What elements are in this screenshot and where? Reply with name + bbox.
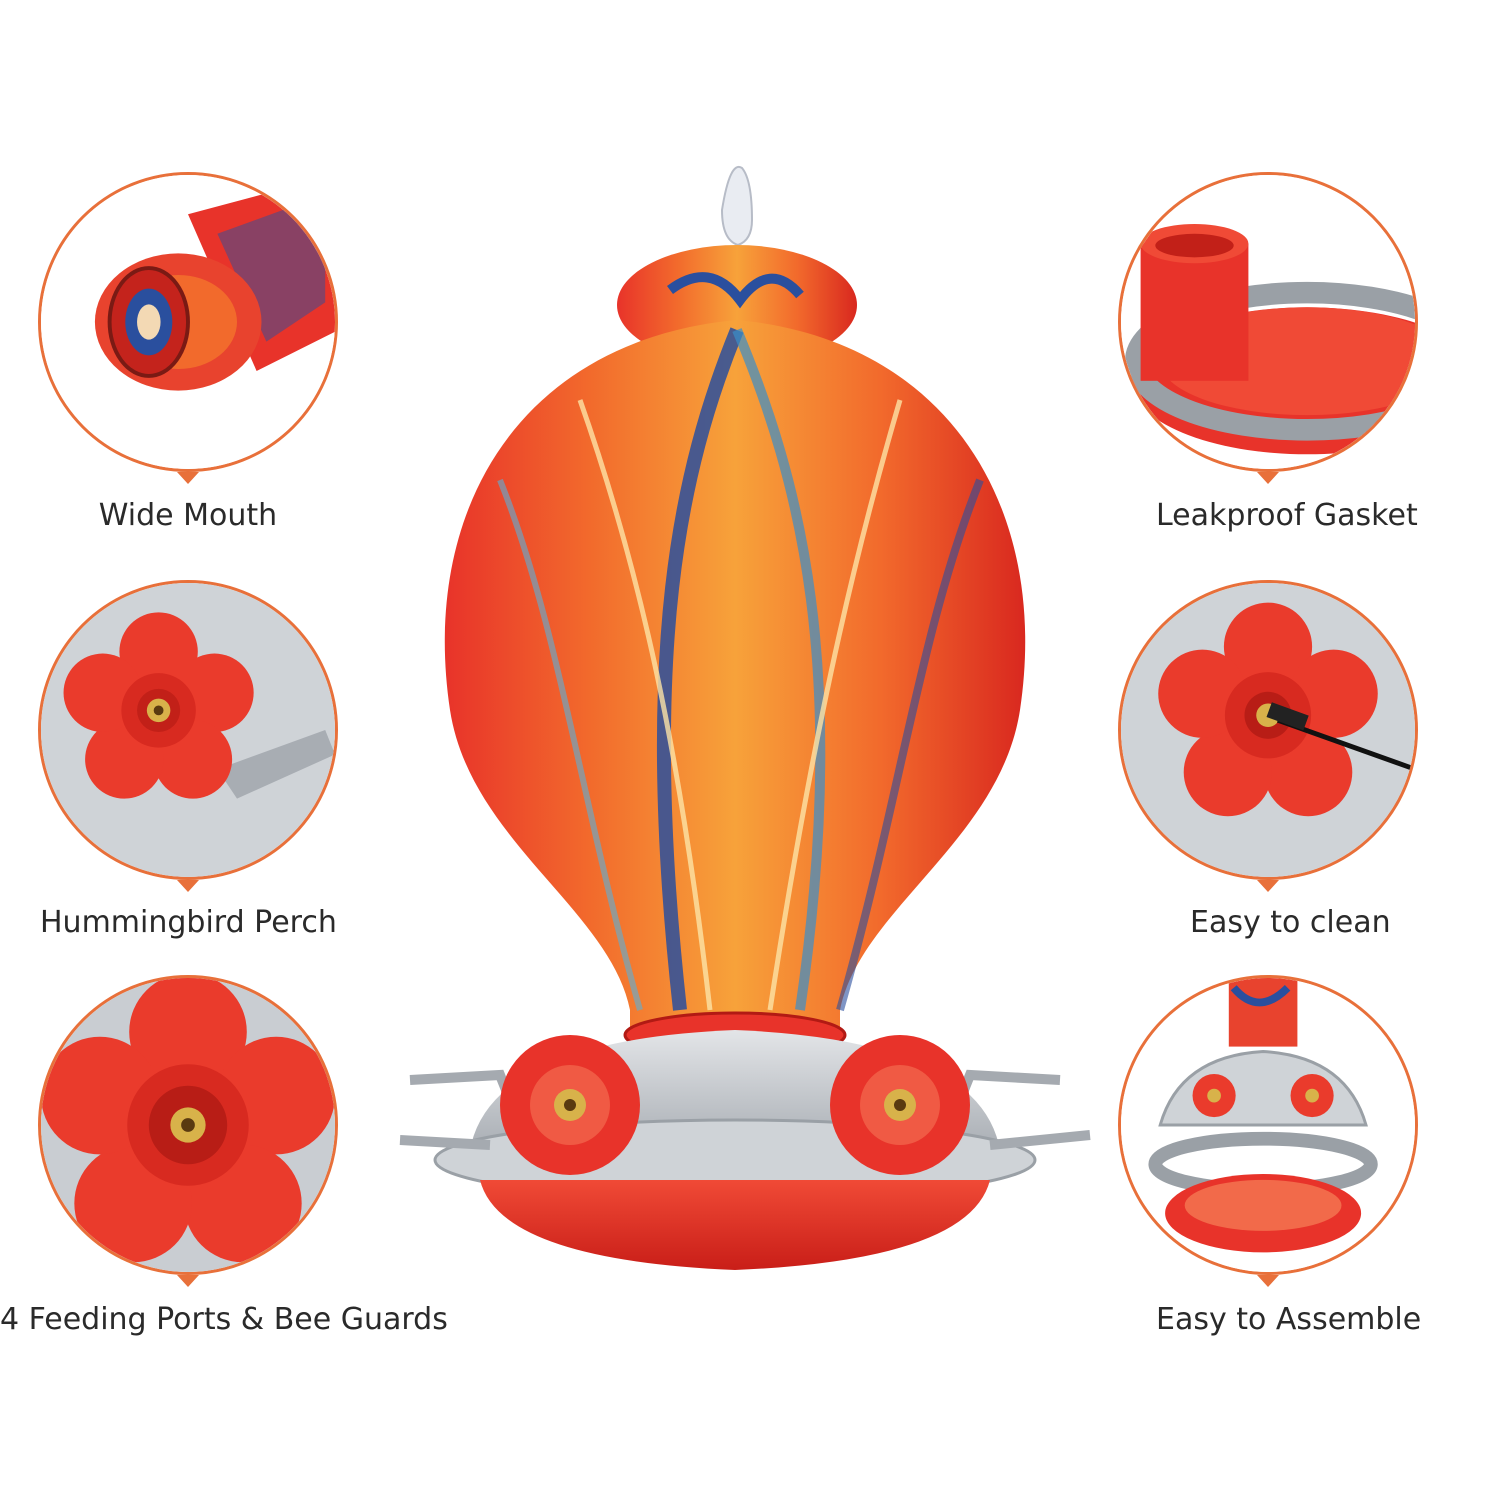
easy-to-clean-label: Easy to clean [1190, 905, 1391, 940]
easy-to-clean-pointer [1257, 880, 1279, 892]
wide-mouth-badge [38, 172, 338, 472]
feeding-ports-badge [38, 975, 338, 1275]
easy-to-assemble-pointer [1257, 1275, 1279, 1287]
leakproof-gasket-pointer [1257, 472, 1279, 484]
feeding-port-flower-icon [41, 978, 335, 1272]
flower-perch-icon [41, 583, 335, 877]
hummingbird-feeder-image [399, 165, 1091, 1270]
leakproof-gasket-badge [1118, 172, 1418, 472]
hummingbird-perch-badge [38, 580, 338, 880]
hummingbird-perch-label: Hummingbird Perch [40, 905, 337, 940]
easy-to-assemble-badge [1118, 975, 1418, 1275]
assembly-parts-icon [1121, 978, 1415, 1272]
feeding-ports-pointer [177, 1275, 199, 1287]
easy-to-assemble-label: Easy to Assemble [1156, 1302, 1422, 1337]
easy-to-clean-badge [1118, 580, 1418, 880]
cleaning-brush-icon [1121, 583, 1415, 877]
feeding-ports-label: 4 Feeding Ports & Bee Guards [0, 1302, 448, 1337]
wide-mouth-pointer [177, 472, 199, 484]
gasket-base-icon [1121, 175, 1415, 469]
leakproof-gasket-label: Leakproof Gasket [1156, 498, 1418, 533]
wide-mouth-label: Wide Mouth [98, 498, 278, 533]
hummingbird-perch-pointer [177, 880, 199, 892]
glass-bottle-mouth-icon [41, 175, 335, 469]
